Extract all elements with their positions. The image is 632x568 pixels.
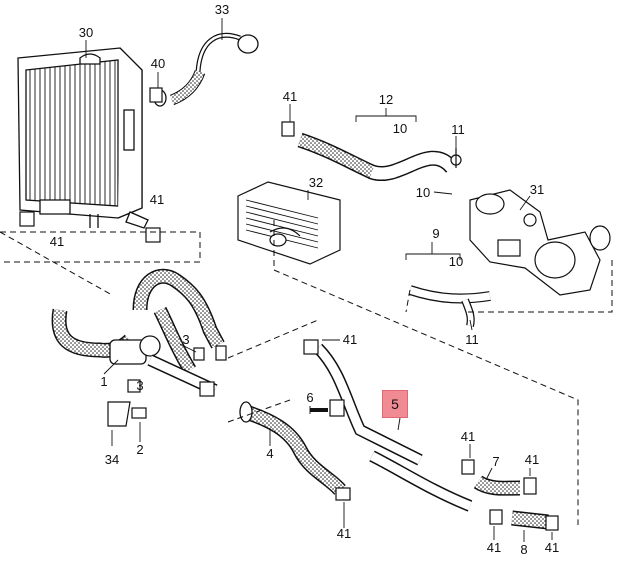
callout-32: 32 [308, 175, 324, 190]
callout-10-mid: 10 [415, 185, 431, 200]
callout-41-top: 41 [282, 89, 298, 104]
hose-4 [239, 401, 346, 496]
callout-10-upper: 10 [392, 121, 408, 136]
hose-assembly-1 [51, 268, 227, 427]
callout-11-upper: 11 [451, 122, 465, 137]
callout-41-right-1: 41 [460, 429, 476, 444]
callout-3-lower: 3 [136, 378, 144, 393]
pipe-5 [310, 343, 473, 512]
callout-4: 4 [266, 446, 274, 461]
callout-9: 9 [432, 226, 440, 241]
thermostat-housing-31 [450, 148, 611, 296]
pipe-9 [408, 285, 491, 327]
callout-33: 33 [214, 2, 230, 17]
callout-41-radiator-right: 41 [149, 192, 165, 207]
callout-34: 34 [104, 452, 120, 467]
callout-41-bottom: 41 [336, 526, 352, 541]
callout-30: 30 [78, 25, 94, 40]
callout-41-radiator-left: 41 [49, 234, 65, 249]
callout-11-lower: 11 [465, 332, 479, 347]
callout-7: 7 [492, 454, 500, 469]
callout-41-bottom-3: 41 [544, 540, 560, 555]
callout-3-upper: 3 [182, 332, 190, 347]
callout-10-lower: 10 [448, 254, 464, 269]
hose-7 [473, 475, 521, 496]
callout-41-bottom-2: 41 [486, 540, 502, 555]
hose-12 [281, 121, 458, 182]
leader-lines [85, 18, 553, 542]
callout-41-center: 41 [342, 332, 358, 347]
hose-33 [153, 32, 259, 107]
callout-41-right-2: 41 [524, 452, 540, 467]
callout-5-highlight: 5 [382, 390, 408, 418]
callout-2: 2 [136, 442, 144, 457]
callout-1: 1 [100, 374, 108, 389]
callout-12: 12 [378, 92, 394, 107]
hose-clamps [19, 87, 559, 531]
callout-5: 5 [391, 396, 399, 412]
hose-8 [511, 510, 549, 530]
oil-cooler-32 [237, 181, 341, 265]
dashed-lines [0, 220, 613, 525]
callout-31: 31 [529, 182, 545, 197]
callout-6: 6 [306, 390, 314, 405]
callout-40: 40 [150, 56, 166, 71]
radiator [17, 47, 149, 229]
callout-8: 8 [520, 542, 528, 557]
